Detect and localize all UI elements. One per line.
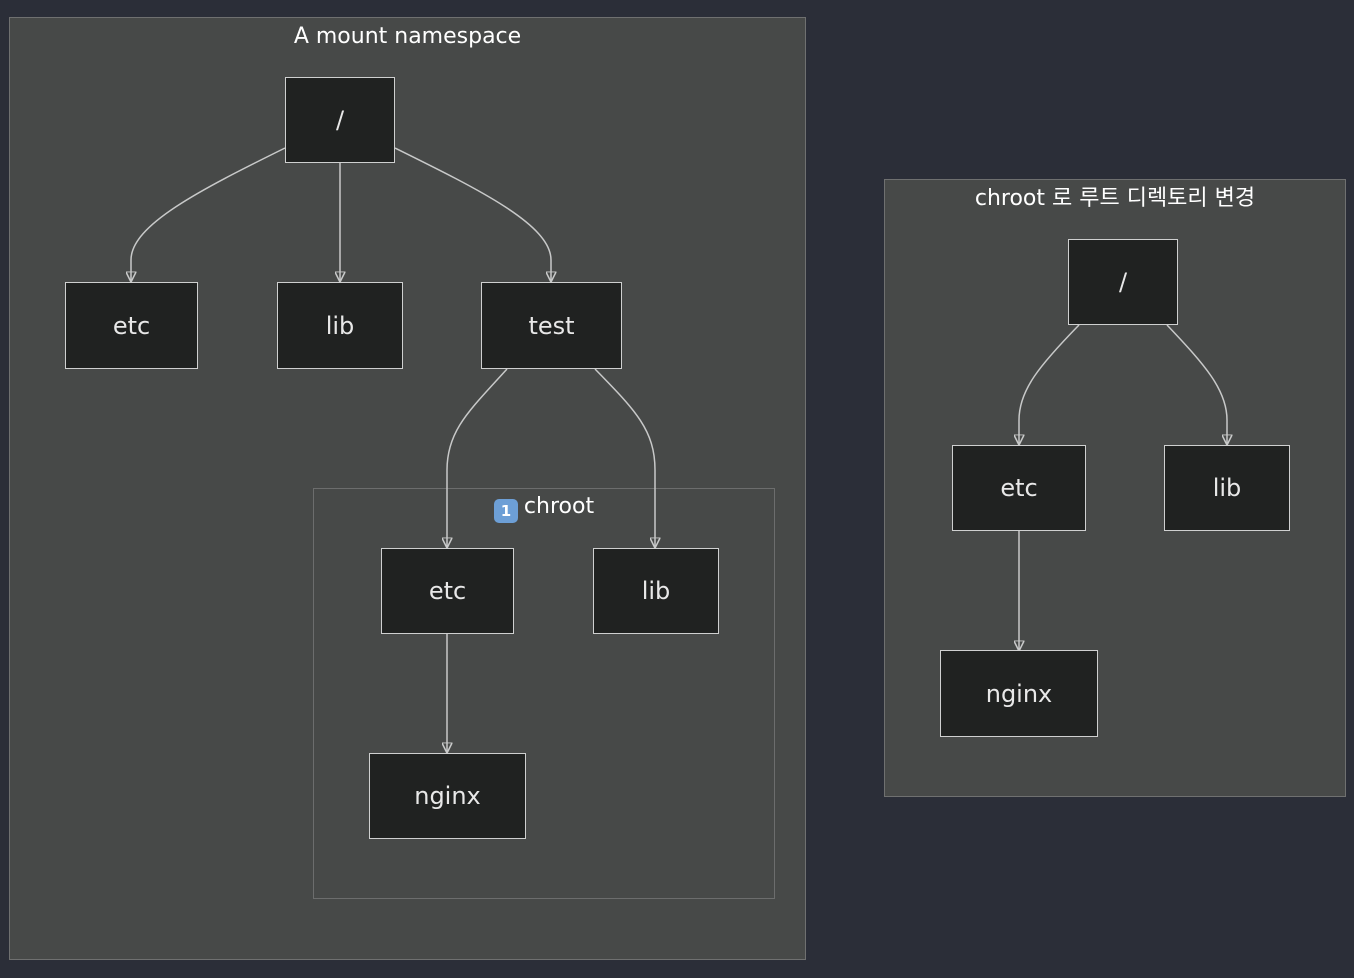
node-right-lib: lib — [1164, 445, 1290, 531]
node-ns-test: test — [481, 282, 622, 369]
node-chroot-nginx: nginx — [369, 753, 526, 839]
mount-namespace-title: A mount namespace — [293, 24, 522, 49]
node-ns-etc: etc — [65, 282, 198, 369]
node-right-etc: etc — [952, 445, 1086, 531]
node-ns-root: / — [285, 77, 395, 163]
node-right-root: / — [1068, 239, 1178, 325]
node-ns-lib: lib — [277, 282, 403, 369]
chroot-title-text: chroot — [523, 494, 595, 519]
keycap-one-icon: 1 — [493, 499, 518, 523]
node-right-nginx: nginx — [940, 650, 1098, 737]
changed-root-title: chroot 로 루트 디렉토리 변경 — [974, 186, 1256, 211]
node-chroot-lib: lib — [593, 548, 719, 634]
node-chroot-etc: etc — [381, 548, 514, 634]
